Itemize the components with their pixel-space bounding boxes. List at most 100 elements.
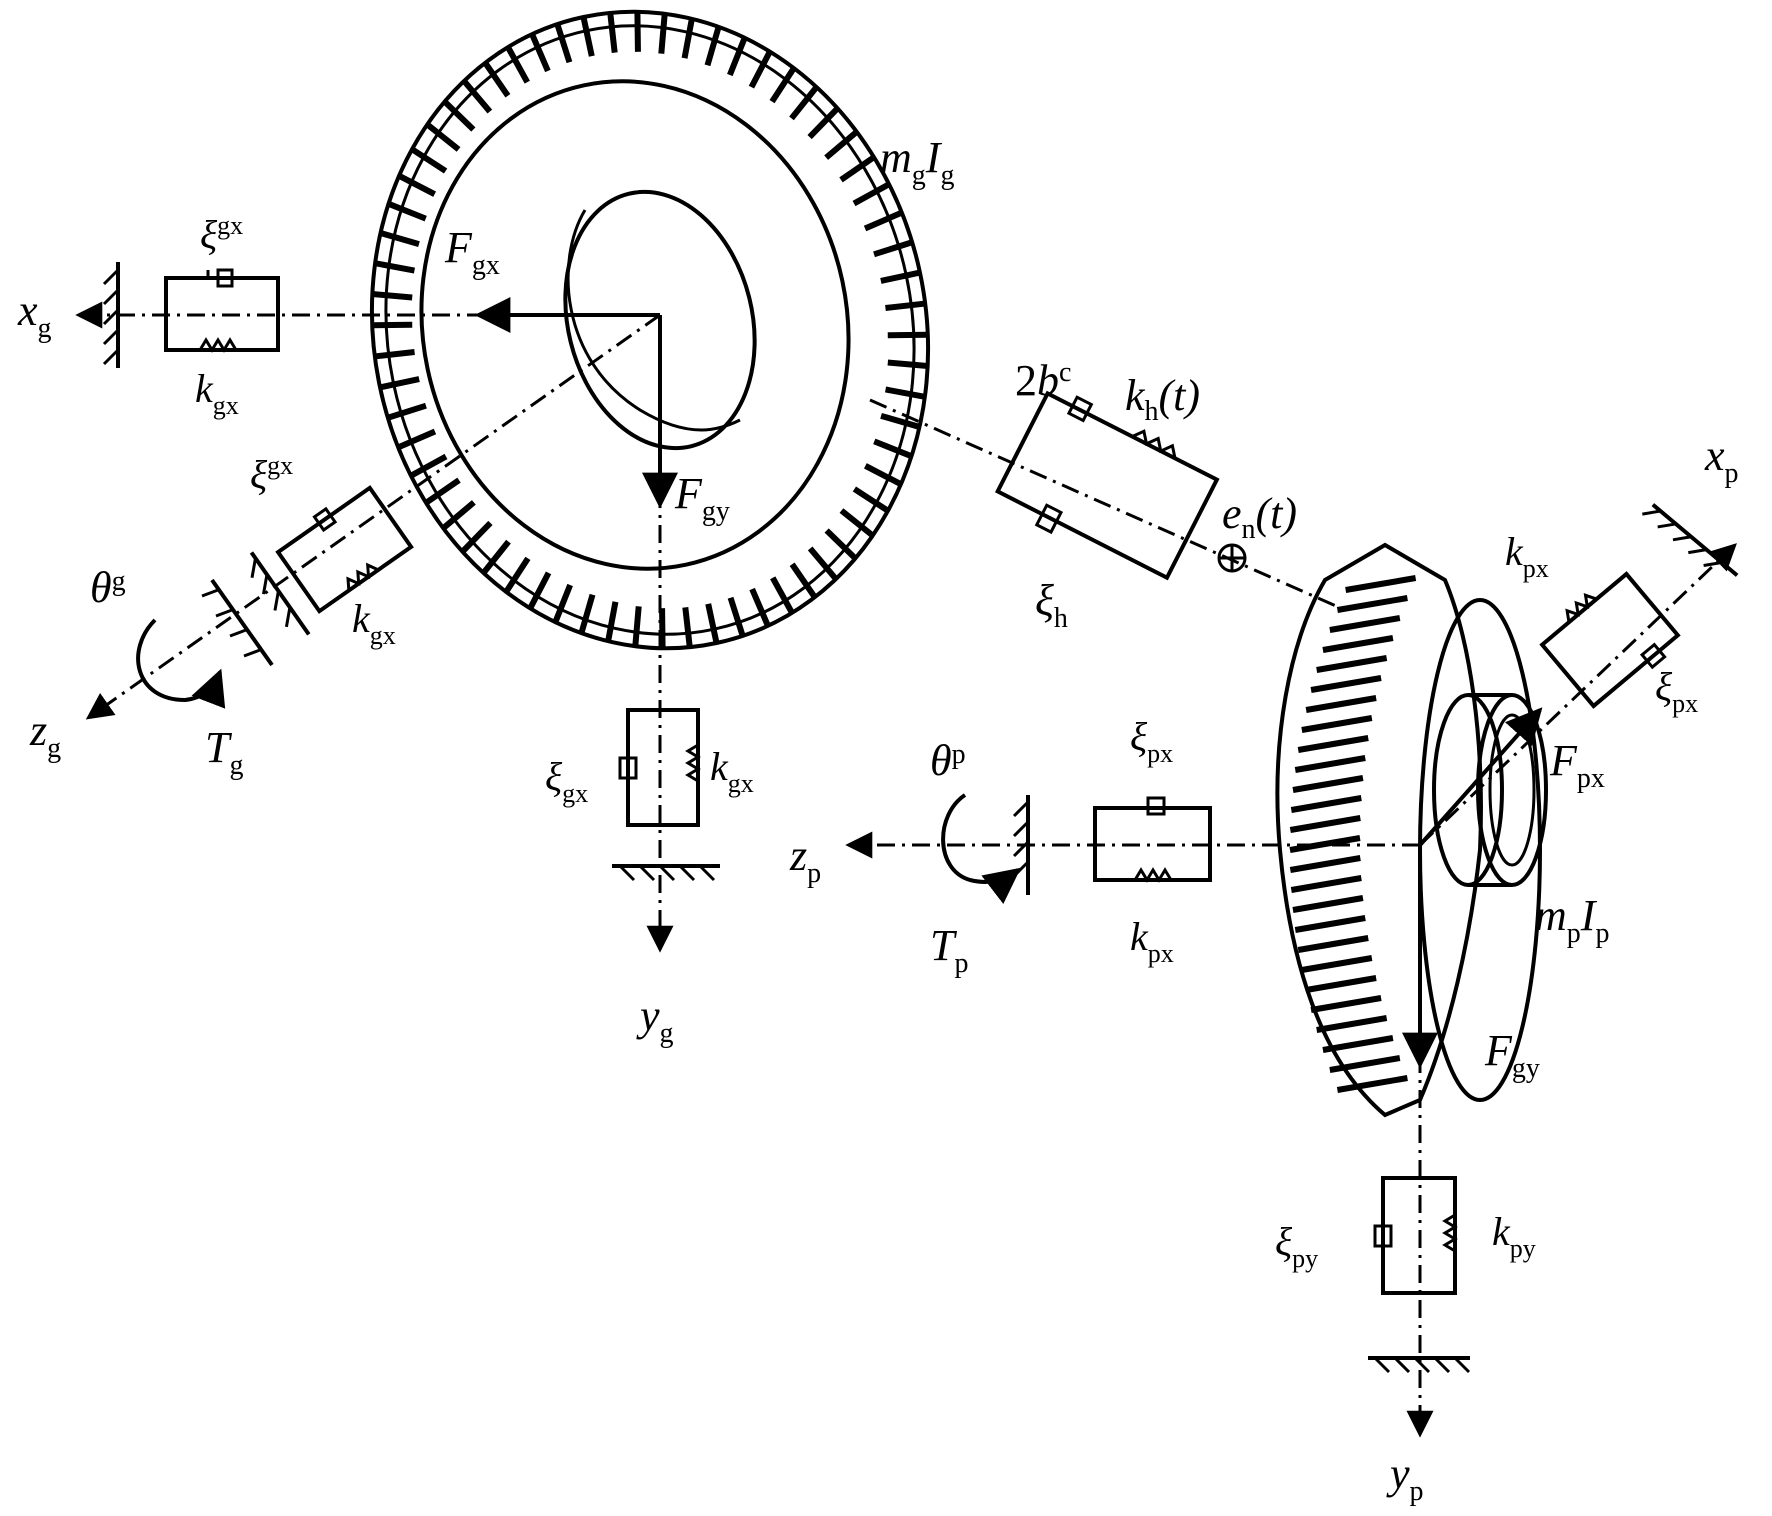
pinion-tooth: [1316, 1015, 1388, 1033]
gear-tooth: [789, 562, 818, 599]
Fpx-arrow: [1418, 707, 1543, 847]
pinion-x-ground: [1642, 503, 1739, 577]
labels: xg yg zg θg Tg mgIg Fgx Fgy ξgx kgx ξgx …: [17, 133, 1739, 1507]
gear-tooth: [807, 546, 839, 581]
gear-tooth: [769, 66, 797, 104]
label-en: en(t): [1222, 489, 1297, 545]
gear-tooth: [885, 386, 926, 400]
gear-tooth: [374, 260, 415, 274]
gear-tooth: [386, 402, 427, 421]
gear-tooth: [372, 291, 413, 301]
gear-tooth: [372, 321, 413, 329]
label-xi-gx-left: ξgx: [200, 211, 243, 257]
mesh-spring-damper: [994, 390, 1220, 581]
gear-tooth: [885, 300, 926, 311]
gear-teeth: [372, 11, 928, 649]
gear-body: [369, 9, 931, 651]
label-zg: zg: [29, 706, 61, 764]
gear-rotation-arrow: [136, 618, 226, 709]
gear-z-spring-damper: [249, 485, 414, 636]
gear-tooth: [863, 209, 903, 232]
pinion-tooth: [1336, 595, 1408, 613]
gear-tooth: [727, 596, 746, 637]
label-Fgx: Fgx: [444, 223, 500, 281]
pinion-tooth: [1305, 975, 1377, 993]
pinion-tooth: [1322, 1035, 1394, 1053]
label-yp: yp: [1386, 1449, 1424, 1507]
gear-tooth: [397, 428, 437, 451]
gear-tooth: [852, 181, 891, 207]
pinion-tooth: [1301, 715, 1373, 733]
label-Tg: Tg: [205, 723, 243, 781]
gear-tooth: [374, 349, 415, 360]
pinion-tooth: [1301, 955, 1373, 973]
gear-tooth: [839, 154, 876, 183]
gear-tooth: [482, 61, 511, 98]
label-mg-Ig: mgIg: [880, 133, 954, 191]
gear-tooth: [527, 571, 552, 610]
gear-tooth: [379, 230, 420, 248]
pinion-rotation-arrow: [941, 793, 1021, 905]
gear-tooth: [852, 486, 890, 514]
pinion-tooth: [1294, 915, 1366, 933]
pinion-z-spring-damper: [1012, 795, 1212, 895]
pinion-tooth: [1292, 775, 1364, 793]
label-k-gx-vert: kgx: [710, 744, 754, 798]
pinion-tooth: [1310, 995, 1382, 1013]
gear-tooth: [634, 11, 641, 52]
label-xi-gx-diag: ξgx: [250, 451, 293, 497]
gear-tooth: [704, 26, 722, 67]
gear-z-ground: [201, 578, 274, 667]
label-xi-px-diag: ξpx: [1655, 664, 1698, 718]
gear-tooth: [659, 608, 666, 649]
pinion-teeth: [1289, 575, 1417, 1093]
gear-tooth: [705, 603, 720, 644]
gear-tooth: [605, 601, 619, 642]
gear-z-axis: [85, 313, 661, 720]
gear-tooth: [442, 99, 476, 132]
gear-tooth: [387, 201, 427, 222]
label-k-px-diag: kpx: [1505, 529, 1549, 583]
label-mp-Ip: mpIp: [1535, 891, 1609, 949]
gear-tooth: [789, 85, 819, 121]
gear-tooth: [824, 528, 858, 561]
gear-tooth: [887, 359, 928, 369]
pinion-tooth: [1336, 1075, 1408, 1093]
force-arrows: [474, 297, 1543, 1069]
pinion-tooth: [1297, 735, 1369, 753]
pinion-tooth: [1290, 875, 1362, 893]
gear-tooth: [410, 146, 448, 174]
label-yg: yg: [636, 991, 674, 1049]
gear-tooth: [461, 79, 493, 114]
gear-x-spring-damper: [102, 262, 280, 368]
label-kh: kh(t): [1125, 371, 1200, 427]
label-Fgy-pinion: Fgy: [1484, 1026, 1540, 1084]
gear-tooth: [578, 593, 596, 634]
label-xi-gx-vert: ξgx: [545, 754, 588, 808]
gear-tooth: [807, 106, 840, 140]
gear-tooth: [554, 23, 573, 64]
label-xi-h: ξh: [1035, 576, 1068, 634]
pinion-tooth: [1329, 615, 1401, 633]
gear-tooth: [552, 583, 573, 624]
gear-tooth: [397, 173, 437, 197]
error-source-symbol: [1217, 543, 1247, 573]
gear-tooth: [505, 45, 530, 84]
label-k-px-horz: kpx: [1130, 914, 1174, 968]
label-theta-g: θg: [90, 563, 126, 612]
label-Fgy-gear: Fgy: [674, 469, 730, 527]
gear-tooth: [409, 453, 448, 479]
pinion-tooth: [1305, 695, 1377, 713]
pinion-tooth: [1316, 655, 1388, 673]
gear-tooth: [503, 556, 531, 594]
pinion-tooth: [1290, 795, 1362, 813]
pinion-tooth: [1329, 1055, 1401, 1073]
label-theta-p: θp: [930, 736, 966, 785]
gear-tooth: [632, 606, 642, 647]
pinion-x-axis: [1418, 543, 1737, 847]
gear-tooth: [529, 33, 551, 73]
gear-tooth: [441, 500, 476, 531]
gear-tooth: [481, 539, 511, 575]
label-zp: zp: [789, 831, 821, 889]
